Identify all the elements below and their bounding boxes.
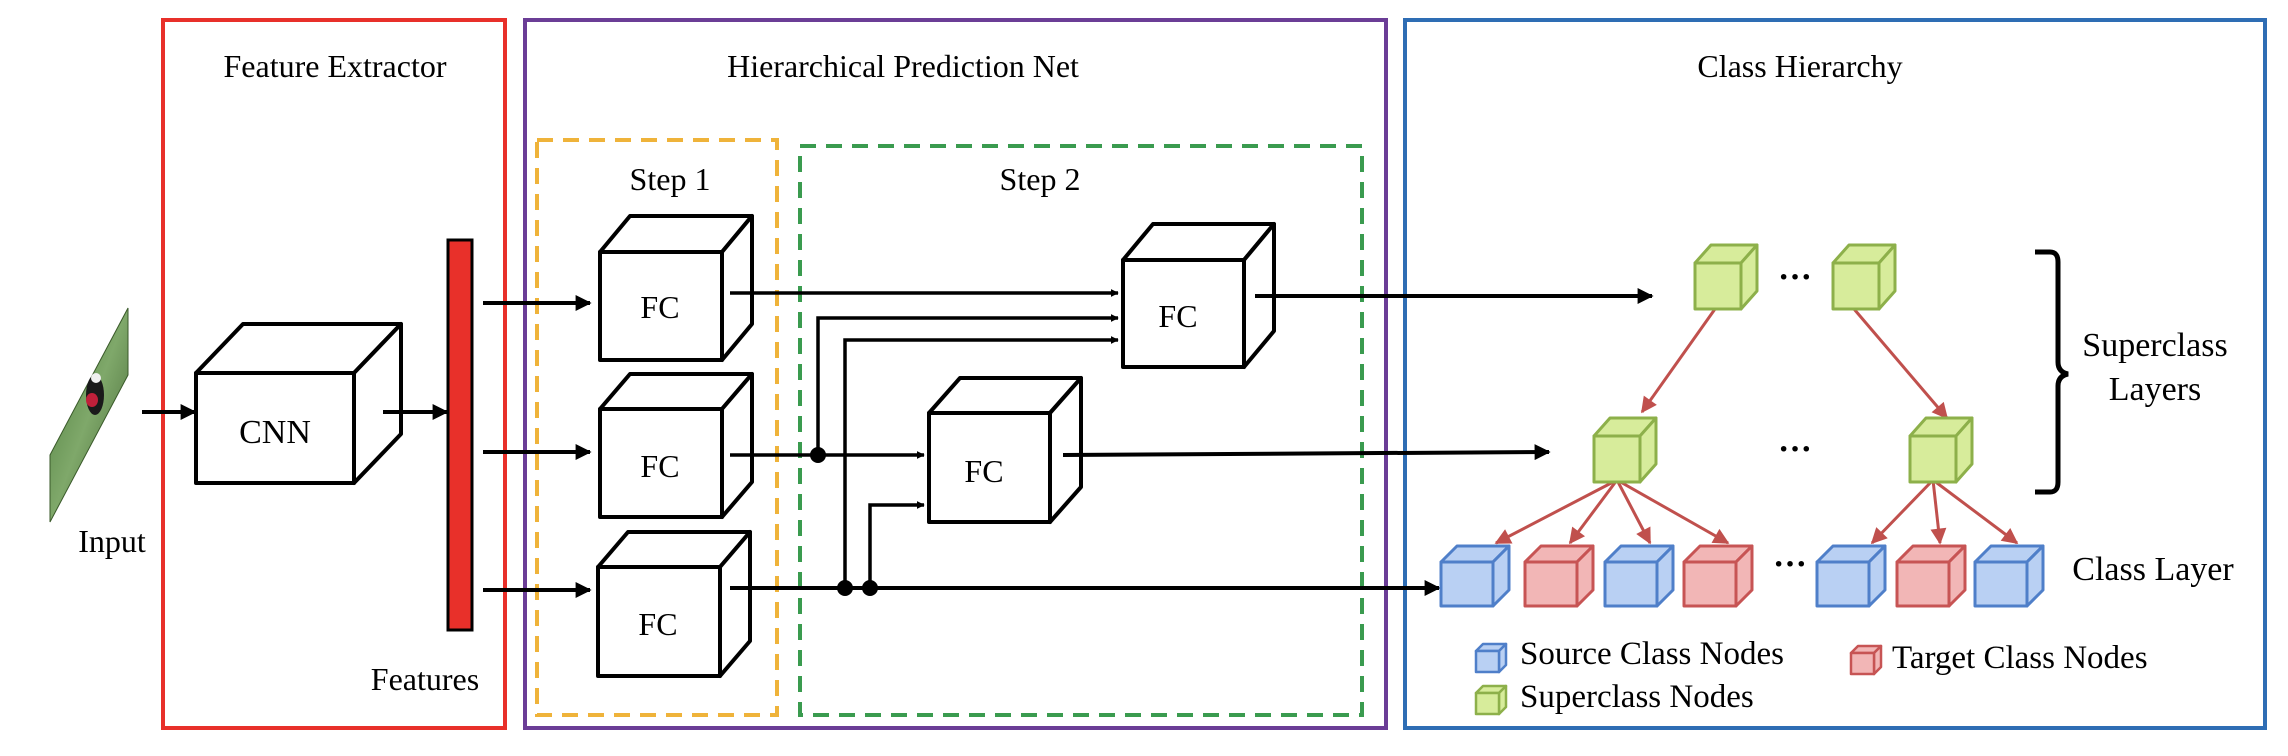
legend-source-icon xyxy=(1474,642,1508,674)
fc-mid-step2-cube xyxy=(927,376,1083,524)
legend-superclass-label: Superclass Nodes xyxy=(1520,679,1754,715)
class-layer-label: Class Layer xyxy=(2072,551,2234,588)
superclass-node xyxy=(1831,243,1897,311)
class-hierarchy-panel xyxy=(1403,18,2267,730)
ellipsis-class-layer: ··· xyxy=(1773,546,1807,583)
fc3-cube xyxy=(596,530,752,678)
prediction-connections xyxy=(730,289,1119,588)
prediction-net-panel xyxy=(523,18,1388,730)
target-class-node xyxy=(1523,544,1595,608)
target-class-node xyxy=(1682,544,1754,608)
step2-box xyxy=(798,144,1364,717)
input-label: Input xyxy=(78,523,146,559)
ellipsis-top: ··· xyxy=(1778,259,1812,296)
arrow-mid-to-superclass xyxy=(1062,444,1551,461)
fc2-label: FC xyxy=(640,448,679,484)
fc-mid-step2-label: FC xyxy=(964,453,1003,489)
feature-vector-bar xyxy=(446,238,474,632)
prediction-net-title: Hierarchical Prediction Net xyxy=(727,48,1079,84)
superclass-node xyxy=(1908,416,1974,484)
legend-source-label: Source Class Nodes xyxy=(1520,636,1784,672)
feature-extractor-title: Feature Extractor xyxy=(224,48,447,84)
fc1-cube xyxy=(598,214,754,362)
step1-box xyxy=(535,138,779,717)
superclass-layers-label-2: Layers xyxy=(2109,371,2202,408)
fc-top-step2-label: FC xyxy=(1158,298,1197,334)
fc3-label: FC xyxy=(638,606,677,642)
fc2-cube xyxy=(598,372,754,519)
source-class-node xyxy=(1973,544,2045,608)
source-class-node xyxy=(1603,544,1675,608)
cnn-cube xyxy=(194,322,403,485)
tree-edges xyxy=(1494,308,2019,545)
superclass-layers-brace xyxy=(2035,249,2069,495)
ellipsis-middle: ··· xyxy=(1778,431,1812,468)
class-hierarchy-title: Class Hierarchy xyxy=(1697,48,1902,84)
legend-target-label: Target Class Nodes xyxy=(1892,640,2148,676)
feature-extractor-panel xyxy=(161,18,507,730)
legend-superclass-icon xyxy=(1474,684,1508,716)
source-class-node xyxy=(1439,544,1511,608)
target-class-node xyxy=(1895,544,1967,608)
fc1-label: FC xyxy=(640,289,679,325)
features-label: Features xyxy=(371,661,479,697)
superclass-node xyxy=(1693,243,1759,311)
input-image xyxy=(49,307,129,523)
source-class-node xyxy=(1815,544,1887,608)
junction-dot-1 xyxy=(810,447,826,463)
step2-label: Step 2 xyxy=(1000,161,1081,197)
superclass-layers-label-1: Superclass xyxy=(2082,327,2227,364)
cnn-label: CNN xyxy=(239,414,311,451)
fc-top-step2-cube xyxy=(1121,222,1276,369)
legend-target-icon xyxy=(1849,644,1883,676)
step1-label: Step 1 xyxy=(630,161,711,197)
superclass-node xyxy=(1592,416,1658,484)
